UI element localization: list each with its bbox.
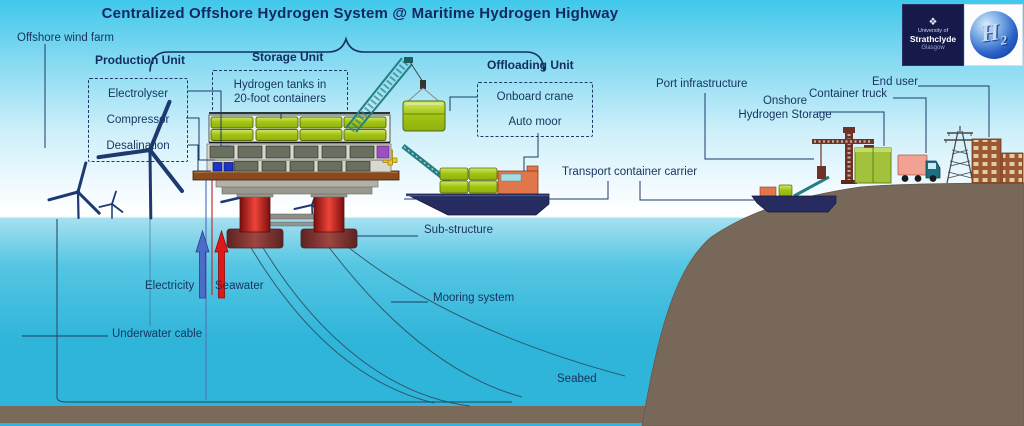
- container-truck: [897, 154, 941, 182]
- small-carrier-ship: [751, 175, 837, 213]
- onshore-hydrogen-storage-label: Onshore Hydrogen Storage: [738, 95, 832, 121]
- electrolyser-module: [212, 162, 223, 172]
- underwater-cable-label: Underwater cable: [112, 328, 203, 340]
- end-user-buildings: [971, 138, 1024, 184]
- hanging-container: [402, 100, 446, 132]
- production-unit-box: Electrolyser Compressor Desalination: [88, 78, 188, 162]
- strathclyde-crest-icon: ❖: [928, 17, 938, 28]
- port-infrastructure-label: Port infrastructure: [656, 78, 748, 90]
- end-user-label: End user: [872, 76, 919, 88]
- strathclyde-line2: Strathclyde: [909, 34, 957, 44]
- onshore-storage-building: [854, 147, 892, 184]
- wind-turbine: [98, 190, 124, 219]
- underwater-cables: [56, 180, 512, 403]
- strathclyde-line3: Glasgow: [921, 45, 945, 51]
- offshore-platform: [192, 112, 400, 249]
- storage-box-line2: 20-foot containers: [233, 93, 327, 105]
- landmass: [641, 182, 1024, 426]
- storage-unit-header: Storage Unit: [252, 50, 324, 64]
- electricity-pylon: [944, 126, 976, 184]
- production-unit-header: Production Unit: [95, 53, 185, 67]
- hydrogen-sphere-icon: H2: [969, 11, 1018, 59]
- strathclyde-line1: University of: [917, 28, 949, 34]
- wind-turbine-large: [96, 99, 184, 220]
- system-brace: [149, 36, 545, 72]
- transport-container-carrier-label: Transport container carrier: [562, 166, 698, 178]
- mooring-system-label: Mooring system: [433, 292, 515, 304]
- container-truck-label: Container truck: [809, 88, 887, 100]
- storage-box-line1: Hydrogen tanks in: [233, 79, 327, 91]
- auto-moor-label: Auto moor: [508, 115, 562, 128]
- transport-carrier-ship: [401, 144, 550, 216]
- storage-unit-box: Hydrogen tanks in 20-foot containers: [212, 70, 348, 114]
- mooring-lines: [249, 241, 626, 407]
- sub-structure-label: Sub-structure: [424, 224, 494, 236]
- onboard-crane-label: Onboard crane: [496, 91, 574, 104]
- waterline: [0, 216, 1024, 218]
- offloading-unit-header: Offloading Unit: [487, 58, 574, 72]
- compressor-label: Compressor: [106, 114, 170, 126]
- offloading-unit-box: Onboard crane Auto moor: [477, 82, 593, 137]
- seawater-label: Seawater: [215, 280, 264, 292]
- wind-turbine: [47, 161, 101, 220]
- electrolyser-label: Electrolyser: [107, 88, 169, 100]
- desalination-label: Desalination: [106, 140, 170, 152]
- seabed-label: Seabed: [557, 373, 597, 385]
- offshore-wind-farm-label: Offshore wind farm: [17, 32, 114, 44]
- page-title: Centralized Offshore Hydrogen System @ M…: [101, 5, 619, 22]
- electricity-label: Electricity: [145, 280, 195, 292]
- strathclyde-logo: ❖ University of Strathclyde Glasgow: [902, 4, 964, 66]
- leader-lines: [22, 44, 990, 337]
- hydrogen-logo: H2: [964, 4, 1023, 66]
- seawater-arrow: [214, 229, 229, 299]
- electricity-arrow: [195, 229, 210, 299]
- purple-module: [376, 145, 390, 159]
